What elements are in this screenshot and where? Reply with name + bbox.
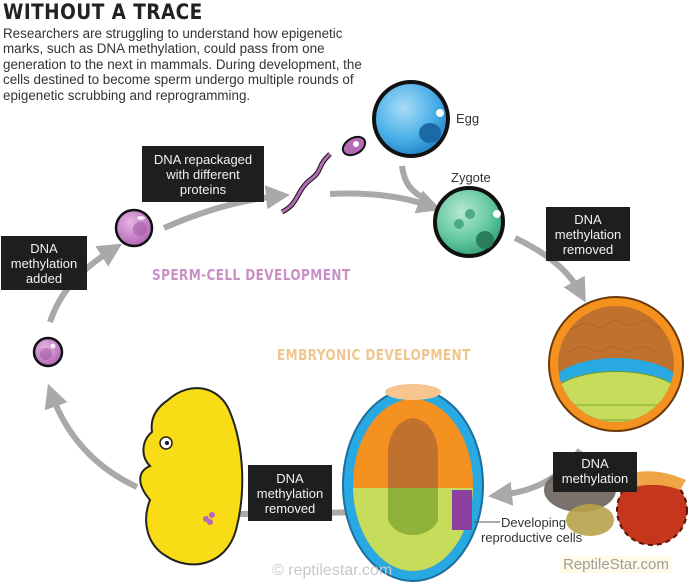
stage-egg-label: Egg [456, 111, 480, 126]
arrow-sperm-to-zygote [329, 190, 442, 214]
fetus [139, 387, 244, 566]
stage-zygote-label: Zygote [451, 170, 491, 185]
intro-paragraph: Researchers are struggling to understand… [3, 26, 362, 103]
arrow-cell-to-sperm [162, 185, 290, 231]
arrow-fetus-to-cell [44, 383, 139, 490]
label-methylation-removed-fetus: DNA methylation removed [248, 465, 332, 521]
phase-sperm-cell-development: SPERM-CELL DEVELOPMENT [152, 266, 351, 284]
label-methylation-added: DNA methylation added [1, 236, 87, 290]
label-methylation-removed-blastocyst: DNA methylation removed [546, 207, 630, 261]
label-methylation-partial: DNA methylation [553, 452, 637, 492]
watermark-corner: ReptileStar.com [560, 556, 672, 573]
embryo-gastrula [342, 384, 484, 582]
stage-developing-line1: Developing [501, 515, 567, 530]
watermark-center: © reptilestar.com [272, 562, 393, 579]
stage-developing-line2: reproductive cells [481, 530, 583, 545]
diagram-title: WITHOUT A TRACE [3, 0, 203, 24]
germ-cell-methylated [114, 208, 154, 248]
blastocyst [548, 296, 684, 432]
egg-cell [372, 80, 450, 158]
arrow-egg-to-zygote [399, 165, 430, 203]
sperm-cell [280, 135, 367, 215]
arrow-zygote-to-blastocyst [513, 235, 586, 303]
germ-cell-early [32, 336, 64, 368]
label-dna-repackaged: DNA repackaged with different proteins [142, 146, 264, 202]
phase-embryonic-development: EMBRYONIC DEVELOPMENT [277, 346, 471, 364]
zygote-cell [433, 186, 505, 258]
